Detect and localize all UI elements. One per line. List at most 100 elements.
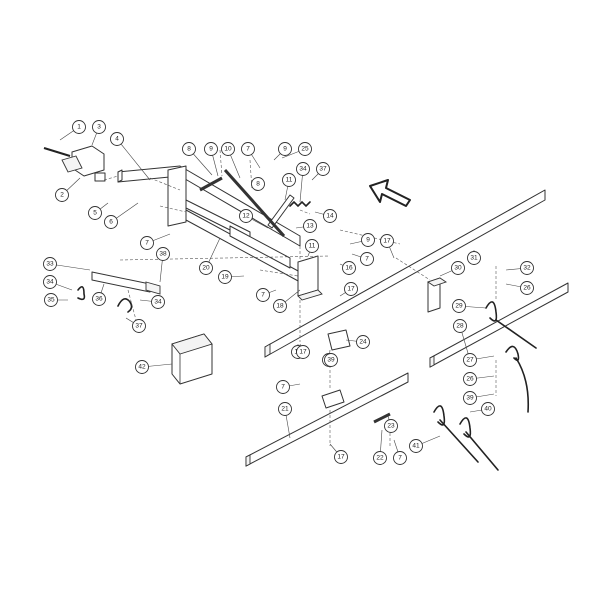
callout-number: 11 — [309, 243, 316, 250]
callout-23: 23 — [384, 419, 398, 433]
travel-direction-arrow — [369, 179, 411, 207]
callout-42: 42 — [135, 360, 149, 374]
callout-number: 28 — [456, 323, 464, 330]
callout-17: 17 — [380, 234, 394, 248]
callout-number: 13 — [306, 223, 314, 230]
callout-number: 42 — [138, 364, 146, 371]
main-tube-31 — [264, 189, 546, 358]
callout-number: 41 — [412, 443, 420, 450]
callout-number: 26 — [523, 285, 531, 292]
callout-number: 3 — [97, 124, 101, 131]
callout-number: 23 — [387, 423, 395, 430]
callout-41: 41 — [409, 439, 423, 453]
brace-11 — [267, 194, 311, 229]
callout-number: 25 — [301, 146, 309, 153]
callout-3: 3 — [92, 120, 106, 134]
callout-19: 19 — [218, 270, 232, 284]
pin-22 — [373, 412, 391, 424]
callout-11: 11 — [282, 173, 296, 187]
callout-9: 9 — [204, 142, 218, 156]
callout-number: 31 — [470, 255, 478, 262]
callout-37: 37 — [132, 319, 146, 333]
callout-37: 37 — [316, 162, 330, 176]
callout-26: 26 — [520, 281, 534, 295]
callout-number: 7 — [365, 256, 369, 263]
callout-12: 12 — [239, 209, 253, 223]
callout-22: 22 — [373, 451, 387, 465]
callout-number: 7 — [246, 146, 250, 153]
callout-number: 30 — [454, 265, 462, 272]
callout-13: 13 — [303, 219, 317, 233]
bracket-30 — [426, 277, 448, 313]
bar-8 — [199, 169, 286, 237]
callout-25: 25 — [298, 142, 312, 156]
hitch-3 — [43, 145, 106, 182]
callout-14: 14 — [323, 209, 337, 223]
callout-number: 9 — [366, 237, 370, 244]
callout-16: 16 — [342, 261, 356, 275]
callout-number: 6 — [109, 219, 113, 226]
callout-34: 34 — [151, 295, 165, 309]
callout-7: 7 — [360, 252, 374, 266]
callout-28: 28 — [453, 319, 467, 333]
callout-number: 14 — [326, 213, 334, 220]
callout-10: 10 — [221, 142, 235, 156]
callout-number: 37 — [135, 323, 143, 330]
callout-8: 8 — [251, 177, 265, 191]
spring-tine-41 — [433, 405, 499, 471]
box-42 — [171, 333, 213, 385]
main-tube-21 — [245, 372, 409, 467]
callout-39: 39 — [463, 391, 477, 405]
callout-39: 39 — [324, 353, 338, 367]
callout-17: 17 — [344, 282, 358, 296]
callout-7: 7 — [393, 451, 407, 465]
callout-number: 17 — [337, 454, 345, 461]
callout-34: 34 — [296, 162, 310, 176]
callout-number: 16 — [345, 265, 353, 272]
callout-leader-4 — [116, 138, 151, 181]
callout-18: 18 — [273, 299, 287, 313]
callout-1: 1 — [72, 120, 86, 134]
main-tube-28 — [429, 282, 569, 368]
callout-number: 9 — [209, 146, 213, 153]
callout-number: 37 — [319, 166, 327, 173]
callout-32: 32 — [520, 261, 534, 275]
clamp-24 — [321, 329, 351, 409]
callout-number: 34 — [299, 166, 307, 173]
callout-number: 7 — [145, 240, 149, 247]
callout-number: 39 — [466, 395, 474, 402]
callout-7: 7 — [276, 380, 290, 394]
callout-number: 4 — [115, 136, 119, 143]
callout-number: 10 — [224, 146, 232, 153]
callout-5: 5 — [88, 206, 102, 220]
callout-27: 27 — [463, 353, 477, 367]
callout-number: 7 — [261, 292, 265, 299]
callout-number: 36 — [95, 296, 103, 303]
callout-number: 17 — [299, 349, 307, 356]
callout-number: 24 — [359, 339, 367, 346]
callout-2: 2 — [55, 188, 69, 202]
callout-number: 26 — [466, 376, 474, 383]
callout-34: 34 — [43, 275, 57, 289]
callout-number: 12 — [242, 213, 250, 220]
callout-number: 27 — [466, 357, 474, 364]
callout-33: 33 — [43, 257, 57, 271]
callout-number: 7 — [281, 384, 285, 391]
callout-number: 29 — [455, 303, 463, 310]
callout-number: 21 — [281, 406, 289, 413]
callout-9: 9 — [278, 142, 292, 156]
callout-number: 8 — [256, 181, 260, 188]
callout-number: 1 — [77, 124, 81, 131]
callout-number: 22 — [376, 455, 384, 462]
callout-7: 7 — [241, 142, 255, 156]
callout-11: 11 — [305, 239, 319, 253]
callout-29: 29 — [452, 299, 466, 313]
callout-40: 40 — [481, 402, 495, 416]
callout-38: 38 — [156, 247, 170, 261]
callout-number: 19 — [221, 274, 229, 281]
callout-7: 7 — [140, 236, 154, 250]
callout-number: 20 — [202, 265, 210, 272]
callout-24: 24 — [356, 335, 370, 349]
callout-number: 7 — [398, 455, 402, 462]
